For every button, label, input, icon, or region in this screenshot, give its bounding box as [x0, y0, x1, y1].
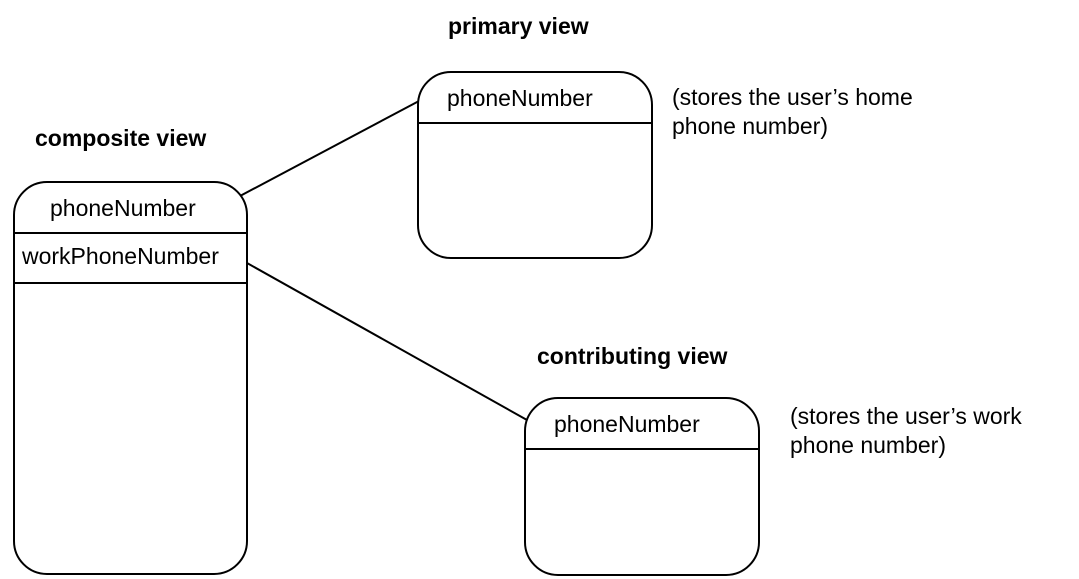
composite-view-heading: composite view [35, 125, 207, 151]
primary-view-box: phoneNumber [417, 71, 653, 259]
composite-view-box: phoneNumber workPhoneNumber [13, 181, 248, 575]
contributing-phone-number-field: phoneNumber [526, 399, 758, 450]
composite-to-primary-line [239, 100, 420, 197]
composite-phone-number-field: phoneNumber [15, 183, 246, 234]
contributing-view-note: (stores the user’s work phone number) [790, 403, 1022, 458]
contributing-view-box: phoneNumber [524, 397, 760, 576]
contributing-view-heading: contributing view [537, 343, 728, 369]
primary-phone-number-field: phoneNumber [419, 73, 651, 124]
primary-view-note: (stores the user’s home phone number) [672, 84, 913, 139]
composite-to-contributing-line [246, 262, 528, 421]
composite-work-phone-number-field: workPhoneNumber [15, 234, 246, 284]
primary-view-heading: primary view [448, 13, 589, 39]
